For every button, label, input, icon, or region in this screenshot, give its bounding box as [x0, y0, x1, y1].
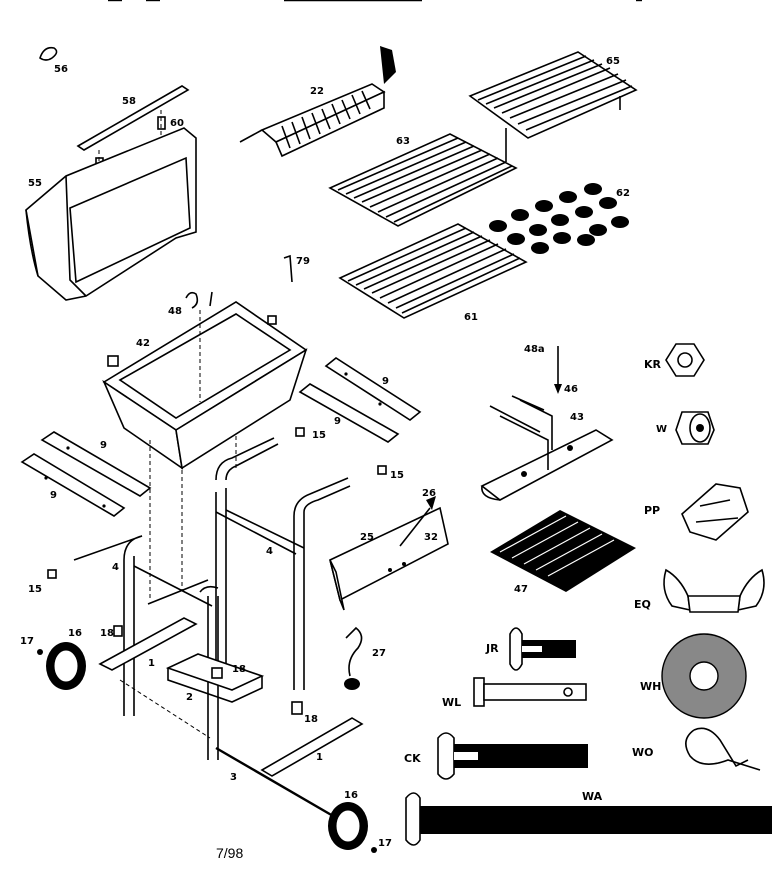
hardware-jr-screw — [509, 627, 576, 671]
label-ck: CK — [404, 752, 421, 765]
label-kr: KR — [644, 358, 662, 371]
hardware-ck-bolt — [437, 732, 588, 780]
part-63-cooking-grid — [328, 133, 518, 227]
label-32: 32 — [424, 532, 438, 543]
label-63: 63 — [396, 136, 410, 147]
part-56-clip — [39, 46, 58, 61]
label-27: 27 — [372, 648, 386, 659]
label-56: 56 — [54, 64, 68, 75]
label-26: 26 — [422, 488, 436, 499]
part-62-briquettes — [489, 183, 629, 254]
label-17b: 17 — [378, 838, 392, 849]
label-wo: WO — [632, 746, 653, 759]
part-16-wheel-right — [328, 802, 377, 853]
part-42-firebox — [102, 301, 308, 470]
label-48: 48 — [168, 306, 182, 317]
part-18-caps — [113, 625, 303, 715]
label-55: 55 — [28, 178, 42, 189]
label-9d: 9 — [50, 490, 57, 501]
label-62: 62 — [616, 188, 630, 199]
label-47: 47 — [514, 584, 528, 595]
label-15b: 15 — [390, 470, 404, 481]
label-4a: 4 — [266, 546, 273, 557]
label-jr: JR — [485, 642, 499, 655]
label-48a: 48a — [524, 344, 545, 355]
part-22-warming-basket — [239, 46, 396, 158]
label-79: 79 — [296, 256, 310, 267]
part-16-wheel-left — [37, 642, 86, 690]
label-3: 3 — [230, 772, 237, 783]
part-79-hook — [283, 254, 293, 283]
label-18b: 18 — [232, 664, 246, 675]
label-9a: 9 — [382, 376, 389, 387]
label-wh: WH — [640, 680, 661, 693]
label-16b: 16 — [344, 790, 358, 801]
part-46-probe — [554, 346, 562, 394]
hardware-wl-pin — [473, 677, 587, 707]
label-w: W — [656, 424, 667, 435]
label-18a: 18 — [100, 628, 114, 639]
part-25-control-panel — [329, 506, 449, 611]
part-47-heat-plate — [490, 510, 636, 592]
part-15-bolts — [47, 427, 387, 579]
label-15a: 15 — [312, 430, 326, 441]
label-9b: 9 — [334, 416, 341, 427]
hardware-w-nut — [675, 411, 715, 445]
label-wa: WA — [582, 790, 603, 803]
label-1b: 1 — [316, 752, 323, 763]
label-18c: 18 — [304, 714, 318, 725]
part-43-burner — [480, 395, 614, 501]
part-61-lower-grid — [338, 223, 528, 319]
part-26-knob — [399, 496, 436, 547]
part-4-legs — [73, 437, 351, 760]
label-16a: 16 — [68, 628, 82, 639]
hardware-kr-nut — [665, 343, 705, 377]
label-22: 22 — [310, 86, 324, 97]
label-4b: 4 — [112, 562, 119, 573]
label-65: 65 — [606, 56, 620, 67]
label-2: 2 — [186, 692, 193, 703]
part-number-labels: 56 58 60 55 22 65 63 62 79 61 48 42 9 9 … — [20, 56, 630, 849]
part-27-igniter — [344, 626, 363, 690]
label-1a: 1 — [148, 658, 155, 669]
label-25: 25 — [360, 532, 374, 543]
revision-date: 7/98 — [216, 845, 243, 861]
label-17a: 17 — [20, 636, 34, 647]
part-55-lid — [25, 127, 197, 301]
part-1-braces — [98, 617, 364, 777]
hardware-wa-bolt — [405, 792, 772, 846]
assembly-lines — [119, 310, 341, 822]
label-eq: EQ — [634, 598, 651, 611]
hardware-eq-wingnut — [663, 568, 765, 613]
hardware-wh-washer — [661, 633, 747, 719]
label-42: 42 — [136, 338, 150, 349]
label-61: 61 — [464, 312, 478, 323]
part-9-shelves — [20, 357, 422, 517]
hardware-pp-clip — [681, 483, 749, 541]
label-58: 58 — [122, 96, 136, 107]
label-9c: 9 — [100, 440, 107, 451]
label-43: 43 — [570, 412, 584, 423]
hardware-labels: KR W PP EQ JR WL WH CK WO WA — [404, 358, 667, 803]
part-48-wire — [185, 291, 213, 309]
part-65-upper-grate — [468, 51, 638, 162]
label-15c: 15 — [28, 584, 42, 595]
label-60: 60 — [170, 118, 184, 129]
part-58-handle — [76, 85, 190, 151]
label-pp: PP — [644, 504, 660, 517]
hardware-wo-clip — [685, 727, 761, 771]
label-46: 46 — [564, 384, 578, 395]
label-wl: WL — [442, 696, 461, 709]
